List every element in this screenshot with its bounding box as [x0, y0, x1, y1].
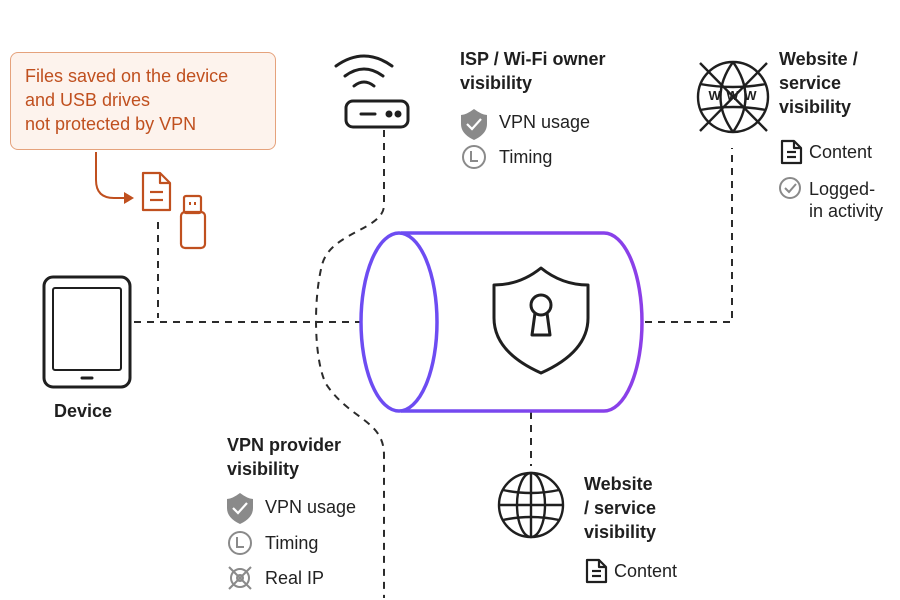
isp-path-line: [315, 130, 385, 598]
vpn-provider-item-vpn-usage: VPN usage: [265, 497, 357, 517]
connection-lines: [134, 130, 733, 598]
not-protected-callout: Files saved on the device and USB drives…: [10, 52, 276, 150]
website-top-item-content: Content: [809, 141, 872, 163]
isp-visibility-heading: ISP / Wi-Fi owner visibility: [460, 47, 606, 95]
www-logo-text: W W W: [708, 88, 758, 103]
isp-item-timing: Timing: [499, 147, 553, 167]
website-top-item-logged-in: Logged- in activity: [809, 178, 883, 222]
heading-line: visibility: [460, 73, 533, 93]
shield-check-icon: [461, 109, 487, 140]
check-circle-icon: [779, 177, 801, 199]
callout-line: not protected by VPN: [25, 114, 197, 134]
device-label: Device: [54, 401, 113, 421]
callout-arrow: [95, 152, 134, 204]
callout-line: Files saved on the device: [25, 66, 229, 86]
item-line: Content: [809, 142, 873, 162]
heading-line: visibility: [584, 522, 657, 542]
heading-line: ISP / Wi-Fi owner: [460, 49, 606, 69]
crossed-location-icon: [228, 566, 252, 590]
heading-line: Website: [584, 474, 653, 494]
tunnel-to-website-line: [645, 148, 733, 323]
shield-check-icon: [227, 493, 253, 524]
heading-line: service: [779, 73, 842, 93]
document-icon: [780, 139, 803, 165]
heading-line: VPN provider: [227, 435, 342, 455]
isp-item-vpn-usage: VPN usage: [499, 112, 591, 132]
heading-line: visibility: [227, 459, 300, 479]
callout-line: and USB drives: [25, 90, 151, 110]
vpn-provider-visibility-heading: VPN provider visibility: [227, 433, 341, 481]
document-icon: [585, 558, 608, 584]
heading-line: visibility: [779, 97, 852, 117]
router-icon: [334, 54, 410, 129]
globe-icon: [497, 471, 565, 539]
usb-drive-icon: [179, 194, 207, 250]
website-bottom-item-content: Content: [614, 561, 678, 581]
website-top-visibility-heading: Website / service visibility: [779, 47, 858, 119]
vpn-provider-item-timing: Timing: [265, 533, 319, 553]
file-document-icon: [141, 171, 172, 212]
clock-icon: [228, 531, 252, 555]
heading-line: Website /: [779, 49, 858, 69]
vpn-provider-item-real-ip: Real IP: [265, 568, 325, 588]
heading-line: / service: [584, 498, 657, 518]
shield-keyhole-icon: [492, 266, 590, 375]
vpn-tunnel: [359, 231, 644, 413]
clock-icon: [462, 145, 486, 169]
website-bottom-visibility-heading: Website / service visibility: [584, 472, 656, 544]
tablet-device-icon: [42, 275, 132, 389]
item-line: in activity: [809, 201, 884, 221]
crossed-www-globe-icon: [696, 60, 770, 134]
item-line: Logged-: [809, 179, 876, 199]
